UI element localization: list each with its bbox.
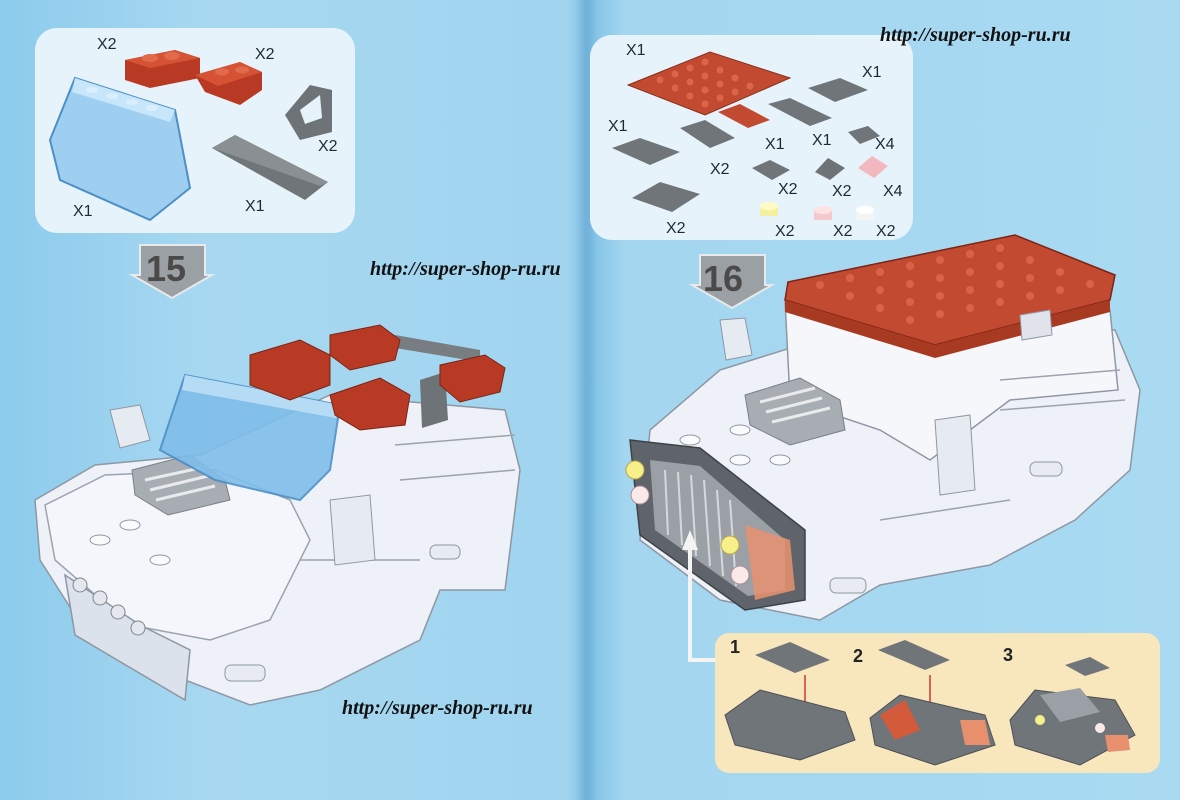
qty-red-slope: X2: [255, 46, 275, 63]
roof-studs: [816, 244, 1094, 324]
qty-pink-round: X2: [833, 223, 853, 240]
step15-arrow: [128, 244, 216, 300]
substep-label-2: 2: [853, 646, 864, 666]
red-slope-part: [195, 62, 262, 105]
qty-grey-wedge-plate: X2: [666, 220, 686, 237]
qty-grey-plate-small: X2: [710, 161, 730, 178]
qty-grey-grille: X4: [875, 136, 895, 153]
step15-car-model: [34, 324, 521, 706]
substep-label-1: 1: [730, 637, 741, 657]
pink-slope-part: [858, 156, 888, 178]
qty-grey-cube: X2: [778, 181, 798, 198]
grey-wedge-part: [285, 85, 332, 140]
step-number-15: 15: [146, 248, 187, 289]
qty-grey-plate-top: X1: [862, 64, 882, 81]
qty-grey-plate-left: X1: [608, 118, 628, 135]
white-round-part: [856, 206, 874, 220]
qty-red-tile: X1: [765, 136, 785, 153]
grey-tile-part: [212, 135, 328, 200]
substep1-illustration: [724, 642, 856, 761]
substep3-illustration: [1009, 657, 1136, 766]
red-plate-part: [626, 51, 792, 116]
watermark-top-right: http://super-shop-ru.ru: [880, 24, 1071, 46]
watermark-bottom: http://super-shop-ru.ru: [342, 697, 533, 719]
qty-red-plate: X1: [626, 42, 646, 59]
substep2-illustration: [869, 640, 996, 766]
grey-cube-part: [752, 160, 790, 180]
step16-arrow: [688, 254, 776, 310]
grey-plate-top-part: [808, 78, 868, 102]
qty-grey-tile-mid: X1: [812, 132, 832, 149]
windshield-part: [48, 76, 192, 222]
qty-grey-tile: X1: [245, 198, 265, 215]
qty-red-brick: X2: [97, 36, 117, 53]
grey-tile-mid-part: [768, 98, 832, 126]
substep-label-3: 3: [1003, 645, 1014, 665]
grey-slope-part: [815, 158, 845, 180]
red-tile-part: [718, 104, 770, 128]
grey-plate-small-part: [680, 120, 735, 148]
step-number-16: 16: [703, 258, 744, 299]
watermark-middle: http://super-shop-ru.ru: [370, 258, 561, 280]
qty-white-round: X2: [876, 223, 896, 240]
yellow-round-part: [760, 202, 778, 216]
grey-plate-left-part: [612, 138, 680, 165]
qty-grey-wedge: X2: [318, 138, 338, 155]
qty-pink-slope: X4: [883, 183, 903, 200]
red-brick-part: [125, 50, 200, 88]
grey-grille-part: [848, 126, 880, 144]
pink-round-part: [814, 206, 832, 220]
grey-wedge-plate-part: [632, 182, 700, 212]
step16-car-model: [625, 234, 1141, 621]
qty-grey-slope: X2: [832, 183, 852, 200]
qty-windshield: X1: [73, 203, 93, 220]
qty-yellow-round: X2: [775, 223, 795, 240]
